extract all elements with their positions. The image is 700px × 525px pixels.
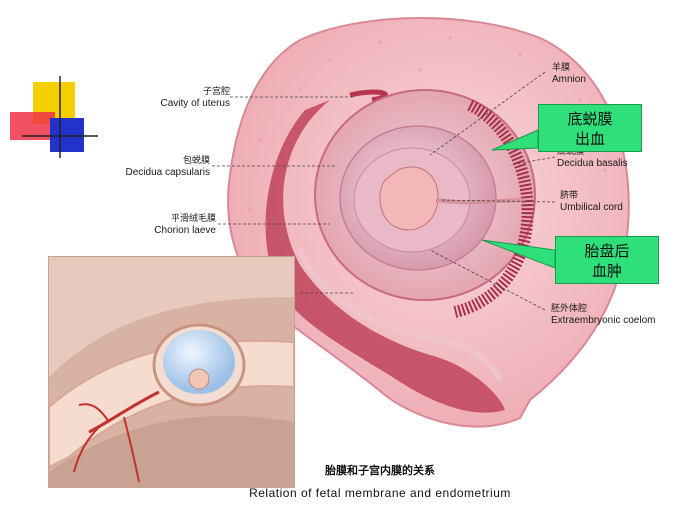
label-chorion-laeve: 平滑绒毛膜 Chorion laeve <box>154 214 216 236</box>
label-cavity-of-uterus: 子宫腔 Cavity of uterus <box>160 87 230 109</box>
label-amnion: 羊膜 Amnion <box>552 63 586 85</box>
callout-top-line1: 底蜕膜 <box>567 110 613 128</box>
leader-lines <box>212 71 556 311</box>
uterus-illustration <box>227 17 630 428</box>
caption-english: Relation of fetal membrane and endometri… <box>249 486 511 500</box>
inset-illustration <box>48 256 295 488</box>
label-umbilical-cord: 脐带 Umbilical cord <box>560 191 623 213</box>
callout-bottom-line1: 胎盘后 <box>584 242 630 260</box>
logo-icon <box>10 76 98 158</box>
label-decidua-capsularis: 包蜕膜 Decidua capsularis <box>125 156 211 178</box>
callout-top-line2: 出血 <box>574 130 605 148</box>
label-extraembryonic-coelom: 胚外体腔 Extraembryonic coelom <box>551 304 656 326</box>
callout-decidua-basalis-hemorrhage: 底蜕膜 出血 <box>538 104 642 152</box>
caption-chinese: 胎膜和子宫内膜的关系 <box>325 464 435 477</box>
label-decidua-basalis: 底蜕膜 Decidua basalis <box>557 147 628 169</box>
callout-retroplacental-hematoma: 胎盘后 血肿 <box>555 236 659 284</box>
callout-bottom-line2: 血肿 <box>591 262 622 280</box>
